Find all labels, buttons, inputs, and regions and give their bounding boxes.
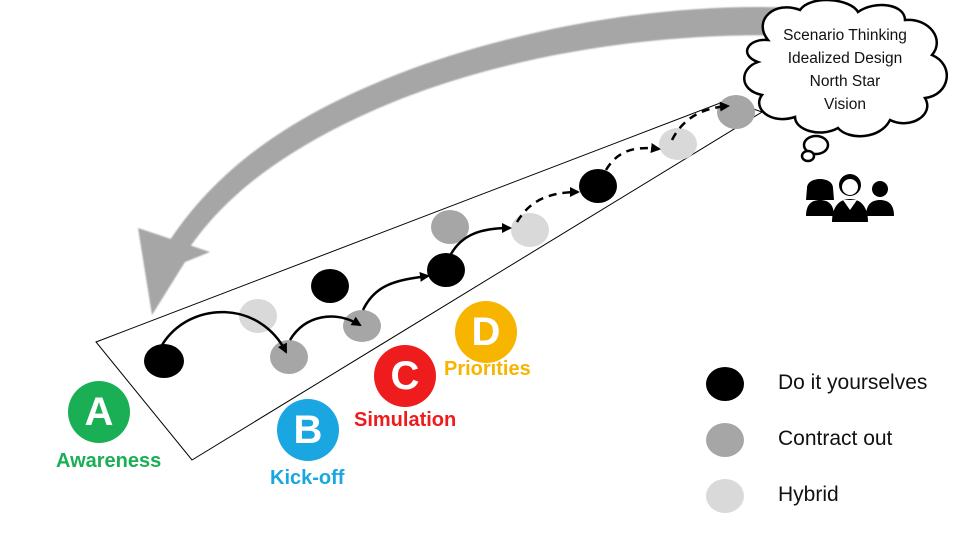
node-diy-offpath: [311, 269, 349, 303]
stage-d-label: Priorities: [444, 358, 531, 380]
stage-a-badge: A: [68, 381, 130, 443]
stage-b-label: Kick-off: [270, 467, 345, 489]
group-of-people-icon: [806, 174, 894, 222]
node-contract-offpath: [431, 210, 469, 244]
node-hybrid-2: [659, 128, 697, 160]
legend-label-contract-out: Contract out: [778, 427, 893, 450]
stage-c-badge: C: [374, 345, 436, 407]
journey-funnel: [95, 99, 764, 461]
node-diy-3: [579, 169, 617, 203]
legend-dot-gray: [706, 423, 744, 457]
node-diy-2: [427, 253, 465, 287]
path-arrow-1: [160, 310, 288, 354]
cloud-line-idealized-design: Idealized Design: [787, 50, 903, 67]
stage-d-badge: D: [455, 301, 517, 363]
node-diy-1: [144, 344, 184, 378]
stage-c-label: Simulation: [354, 409, 457, 431]
node-hybrid-1: [511, 213, 549, 247]
path-arrow-4: [449, 223, 512, 255]
node-hybrid-offpath: [239, 299, 277, 333]
path-arrow-2: [288, 315, 362, 341]
path-arrow-5: [515, 187, 580, 223]
path-arrow-3: [361, 271, 430, 311]
legend-dot-light-gray: [706, 479, 744, 513]
path-arrow-7: [670, 101, 730, 141]
node-contract-1: [270, 340, 308, 374]
legend-dot-black: [706, 367, 744, 401]
stage-b-badge: B: [277, 399, 339, 461]
legend-label-hybrid: Hybrid: [778, 483, 839, 506]
cloud-line-scenario-thinking: Scenario Thinking: [783, 27, 907, 44]
node-contract-3: [717, 95, 755, 129]
vision-cloud-text: Scenario Thinking Idealized Design North…: [752, 24, 938, 116]
return-arrow-body: [170, 6, 800, 251]
return-arrow-head: [138, 228, 210, 315]
path-arrow-6: [604, 143, 661, 171]
stage-a-label: Awareness: [56, 450, 162, 472]
return-arrow: [138, 6, 800, 315]
cloud-line-north-star: North Star: [809, 73, 881, 90]
thought-cloud-icon: [743, 0, 949, 163]
node-contract-2: [343, 310, 381, 342]
legend-label-do-it-yourselves: Do it yourselves: [778, 371, 928, 394]
cloud-line-vision: Vision: [824, 96, 866, 113]
